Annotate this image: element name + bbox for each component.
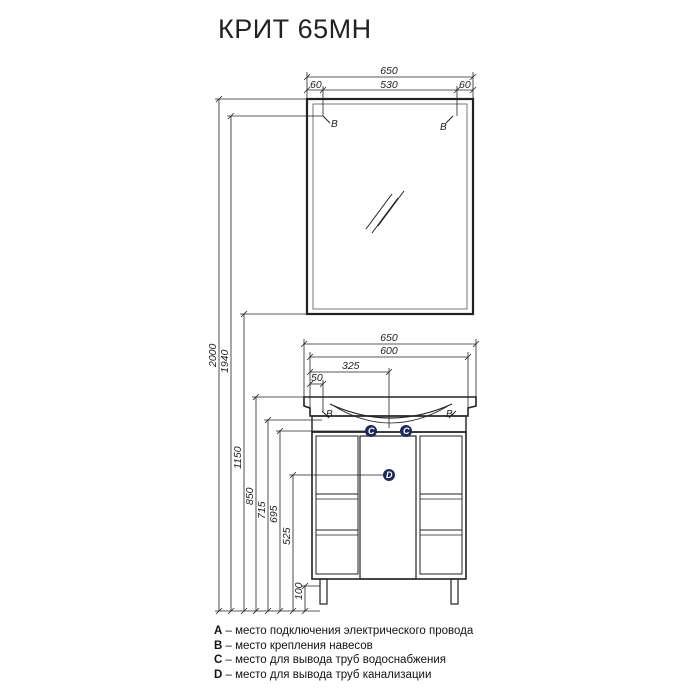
mirror-inner-width: 530: [380, 79, 398, 91]
mirror-dimensions: [303, 72, 477, 116]
legend-key-c: C: [214, 654, 223, 666]
legend-text-a: – место подключения электрического прово…: [222, 625, 474, 637]
legend: A – место подключения электрического про…: [214, 624, 473, 682]
mirror-offset-left: 60: [310, 79, 322, 91]
legend-key-a: A: [214, 625, 223, 637]
water-inlet-right-marker: [400, 425, 412, 437]
height-2000: 2000: [207, 343, 219, 368]
cabinet-side-offset: 50: [311, 372, 323, 384]
height-1150: 1150: [232, 446, 244, 469]
cabinet-dimensions: [300, 339, 480, 428]
cabinet-mount-left-label: B: [326, 409, 333, 420]
mirror-offset-right: 60: [459, 79, 471, 91]
water-inlet-left-marker: [365, 425, 377, 437]
legend-row-c: C – место для вывода труб водоснабжения: [214, 653, 473, 668]
legend-row-d: D – место для вывода труб канализации: [214, 668, 473, 683]
drain-marker: [383, 469, 395, 481]
legend-text-d: – место для вывода труб канализации: [222, 668, 432, 681]
drain-label: D: [386, 470, 393, 480]
cabinet-width-inner: 600: [380, 345, 398, 357]
vanity-cabinet: [303, 396, 477, 605]
height-1940: 1940: [219, 349, 231, 373]
height-525: 525: [281, 527, 293, 545]
water-inlet-right-label: C: [403, 426, 410, 436]
cabinet-width-total: 650: [380, 332, 398, 344]
mirror-glare-icon: [365, 190, 405, 234]
legend-text-c: – место для вывода труб водоснабжения: [222, 654, 447, 666]
height-715: 715: [256, 501, 268, 519]
cabinet-center-offset: 325: [342, 360, 360, 372]
height-850: 850: [244, 487, 256, 505]
height-695: 695: [268, 505, 280, 523]
mirror-mount-left-label: B: [331, 119, 338, 130]
legend-row-a: A – место подключения электрического про…: [214, 624, 473, 639]
height-100: 100: [293, 582, 305, 600]
mirror-width-total: 650: [380, 65, 398, 77]
mirror-mount-right-label: B: [440, 122, 447, 133]
legend-key-b: B: [214, 639, 223, 652]
cabinet-mount-right-label: B: [446, 409, 453, 420]
legend-row-b: B – место крепления навесов: [214, 639, 473, 654]
height-dimension-lines: [215, 95, 383, 615]
water-inlet-left-label: C: [368, 426, 375, 436]
product-title: КРИТ 65МН: [218, 14, 372, 44]
legend-key-d: D: [214, 668, 223, 681]
mirror: [305, 97, 475, 316]
legend-text-b: – место крепления навесов: [222, 639, 373, 652]
